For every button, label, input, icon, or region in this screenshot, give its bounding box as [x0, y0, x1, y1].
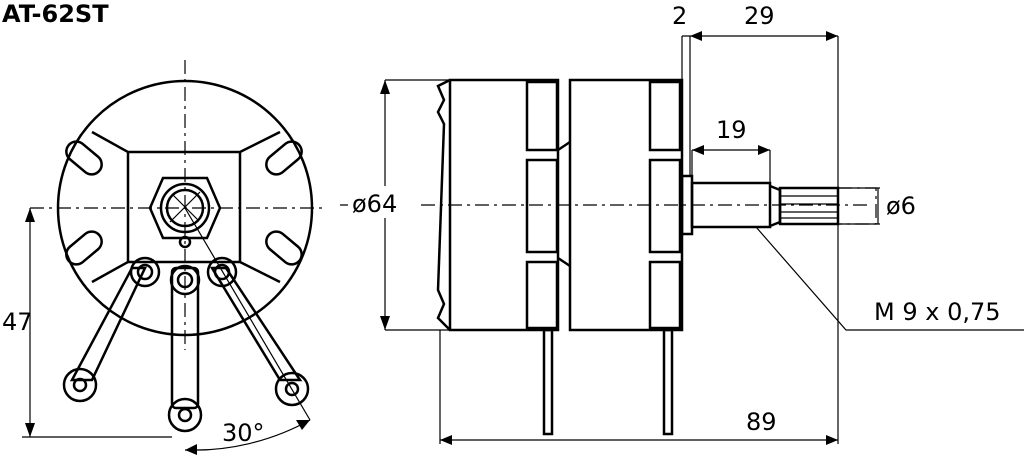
threaded-bushing: [690, 181, 772, 229]
bracket-outline: [91, 130, 281, 284]
terminal-right: [206, 256, 310, 407]
nut-collar: [159, 182, 211, 234]
angle-leader: [184, 207, 311, 421]
side-view: ø64 ø6 19 2 29 M 9 x 0,75 89: [340, 2, 1024, 445]
module-2-tab-bottom: [648, 260, 682, 330]
dia64-label-bg: [348, 186, 420, 218]
terminal-left: [62, 256, 161, 403]
hex-nut: [148, 176, 222, 240]
bushing-taper: [769, 184, 782, 228]
module-2-tab-mid: [648, 158, 682, 254]
body-circle: [56, 79, 314, 337]
terminal-middle: [167, 264, 203, 433]
angle-label: 30°: [222, 419, 265, 447]
dim89-label: 89: [746, 408, 777, 436]
thread-leader: [755, 226, 1024, 331]
shaft-phantom-end: [837, 187, 877, 225]
module-1-tab-mid: [525, 158, 559, 254]
knurled-shaft: [778, 186, 840, 226]
dia64-label: ø64: [352, 190, 397, 218]
dim2-label: 2: [672, 2, 687, 30]
front-view: 30° 47: [2, 60, 322, 455]
dim29-label: 29: [744, 2, 775, 30]
height-arrow-bottom: [25, 423, 35, 437]
module-1-rear-flange: [436, 78, 451, 331]
slot-bottom-right: [265, 230, 303, 266]
model-title: AT-62ST: [2, 0, 109, 28]
height-arrow-top: [25, 208, 35, 222]
shaft-end: [165, 188, 205, 228]
shaft-hatch-2: [171, 193, 199, 221]
slot-top-left: [65, 140, 103, 176]
angle-arc: [184, 419, 311, 451]
dim19-label: 19: [716, 116, 747, 144]
dia6-label: ø6: [886, 192, 916, 220]
module-coupling: [557, 140, 571, 268]
thread-label: M 9 x 0,75: [874, 298, 1001, 326]
height-label: 47: [2, 308, 33, 336]
locating-pin: [178, 235, 192, 249]
angle-arrow-right: [296, 420, 310, 430]
slot-bottom-left: [65, 230, 103, 266]
module-2-tab-top: [648, 80, 682, 152]
module-1-pin: [542, 328, 554, 436]
slot-top-right: [265, 140, 303, 176]
module-1-tab-top: [525, 80, 559, 152]
module-2-pin: [662, 328, 674, 436]
module-1-tab-bottom: [525, 260, 559, 330]
angle-arrow-left: [185, 444, 197, 455]
